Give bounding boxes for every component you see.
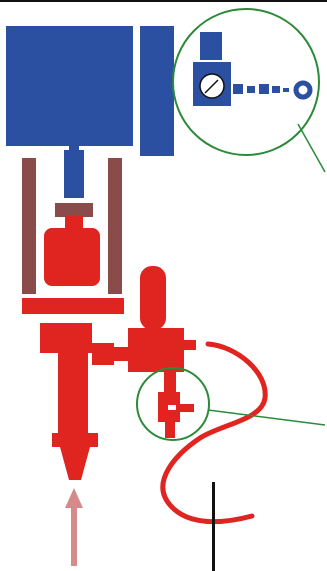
regulator-outlet <box>233 84 243 94</box>
flow-arrow-shaft <box>71 506 77 566</box>
guide-rod-right <box>108 158 122 294</box>
gauge-needle <box>204 79 219 94</box>
nozzle <box>52 433 98 480</box>
reservoir-outlet <box>184 340 196 350</box>
side-port-joint <box>114 347 128 361</box>
guide-rods <box>22 158 122 294</box>
fitting-side-knob <box>178 404 194 412</box>
side-port <box>92 343 114 365</box>
nozzle-tip <box>60 447 90 480</box>
guide-rod-left <box>22 158 36 294</box>
piston-head <box>55 203 93 217</box>
fitting-d <box>283 88 289 92</box>
fitting-c <box>272 86 280 93</box>
flow-arrow-head <box>65 488 83 508</box>
regulator-detail <box>172 8 326 173</box>
valve-stem <box>58 353 88 433</box>
motor-housing <box>6 26 174 198</box>
motor-shaft-coupler <box>64 150 84 198</box>
regulator-callout-leader <box>297 123 326 173</box>
valve-upper-body <box>40 323 92 353</box>
nozzle-collar <box>52 433 98 447</box>
top-border <box>0 0 327 2</box>
fitting-callout-leader <box>207 409 326 426</box>
fitting-detail <box>136 367 326 441</box>
flow-arrow <box>65 488 83 566</box>
piston-neck <box>65 216 83 230</box>
motor-body <box>6 26 133 146</box>
fitting-b <box>259 84 269 94</box>
regulator-callout-circle <box>172 8 320 156</box>
fitting-indicator <box>168 405 176 410</box>
reservoir-tube <box>140 266 166 330</box>
piston-cylinder <box>22 216 124 314</box>
motor-shaft-stub <box>69 142 79 152</box>
pointer-line <box>212 482 215 571</box>
fitting-stem-bottom <box>165 422 175 438</box>
end-connector <box>293 80 313 100</box>
feed-hose <box>160 341 268 525</box>
fitting-a <box>247 86 255 93</box>
motor-side-panel <box>140 26 174 156</box>
reservoir-housing <box>128 328 184 372</box>
fitting-callout-circle <box>136 367 210 441</box>
dispense-valve <box>40 266 196 433</box>
mounting-plate <box>22 298 124 314</box>
cylinder-body <box>44 228 100 286</box>
fitting-stem-top <box>164 372 176 394</box>
regulator-cap <box>200 32 222 60</box>
